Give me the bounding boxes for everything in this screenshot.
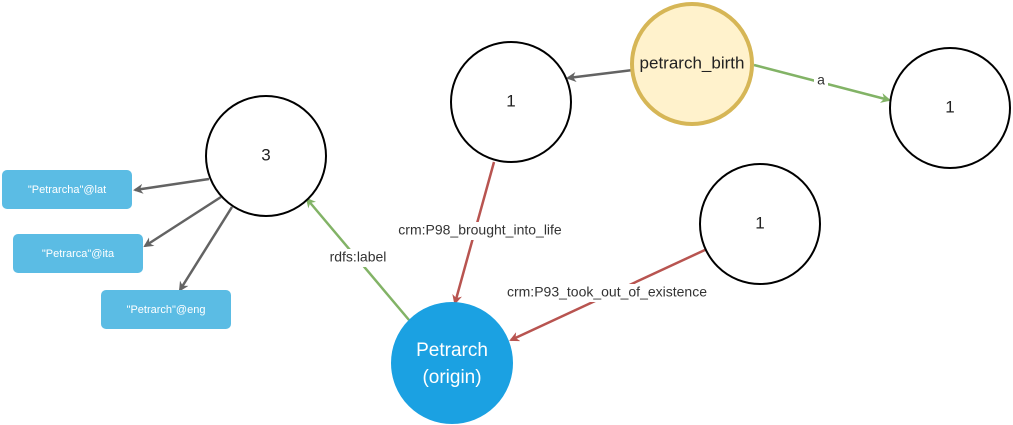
- node-origin-label-line1: Petrarch: [416, 340, 488, 361]
- edge-label-bg-brought: [386, 222, 574, 240]
- edge-birth-to-left-node: [566, 68, 634, 82]
- edge-label-bg-rdfs: [322, 249, 394, 267]
- node-count-right-mid[interactable]: 1: [699, 163, 821, 285]
- literal-petrarcha-lat-label: "Petrarcha"@lat: [28, 184, 106, 196]
- literal-petrarca-ita-label: "Petrarca"@ita: [42, 248, 115, 260]
- node-origin-label-line2: (origin): [422, 367, 481, 388]
- node-count-left-top[interactable]: 1: [450, 41, 572, 163]
- edge-label-to-lat: [133, 177, 210, 194]
- node-count-left-top-label: 1: [506, 91, 515, 110]
- node-petrarch-birth-label: petrarch_birth: [640, 53, 745, 72]
- edge-label-rdfs-label: rdfs:label: [330, 249, 387, 265]
- node-count-right-top[interactable]: 1: [889, 47, 1011, 169]
- node-count-right-top-label: 1: [945, 97, 954, 116]
- edge-label-brought-into-life: crm:P98_brought_into_life: [398, 222, 562, 238]
- edge-label-bg-a: [814, 72, 828, 88]
- edge-label-a: a: [817, 72, 825, 88]
- edge-label-to-eng: [178, 206, 234, 292]
- literal-petrarca-ita[interactable]: "Petrarca"@ita: [13, 234, 143, 273]
- literal-petrarcha-lat[interactable]: "Petrarcha"@lat: [2, 170, 132, 209]
- literal-petrarch-eng[interactable]: "Petrarch"@eng: [101, 290, 231, 329]
- node-count-labels-label: 3: [261, 145, 270, 164]
- node-origin[interactable]: Petrarch (origin): [391, 302, 513, 424]
- edge-label-bg-took: [484, 284, 730, 302]
- edge-label-took-out-of-existence: crm:P93_took_out_of_existence: [507, 284, 707, 300]
- node-count-right-mid-label: 1: [755, 213, 764, 232]
- node-petrarch-birth[interactable]: petrarch_birth: [630, 2, 754, 126]
- literal-petrarch-eng-label: "Petrarch"@eng: [127, 304, 206, 316]
- node-count-labels[interactable]: 3: [205, 95, 327, 217]
- edge-label-to-ita: [143, 195, 222, 248]
